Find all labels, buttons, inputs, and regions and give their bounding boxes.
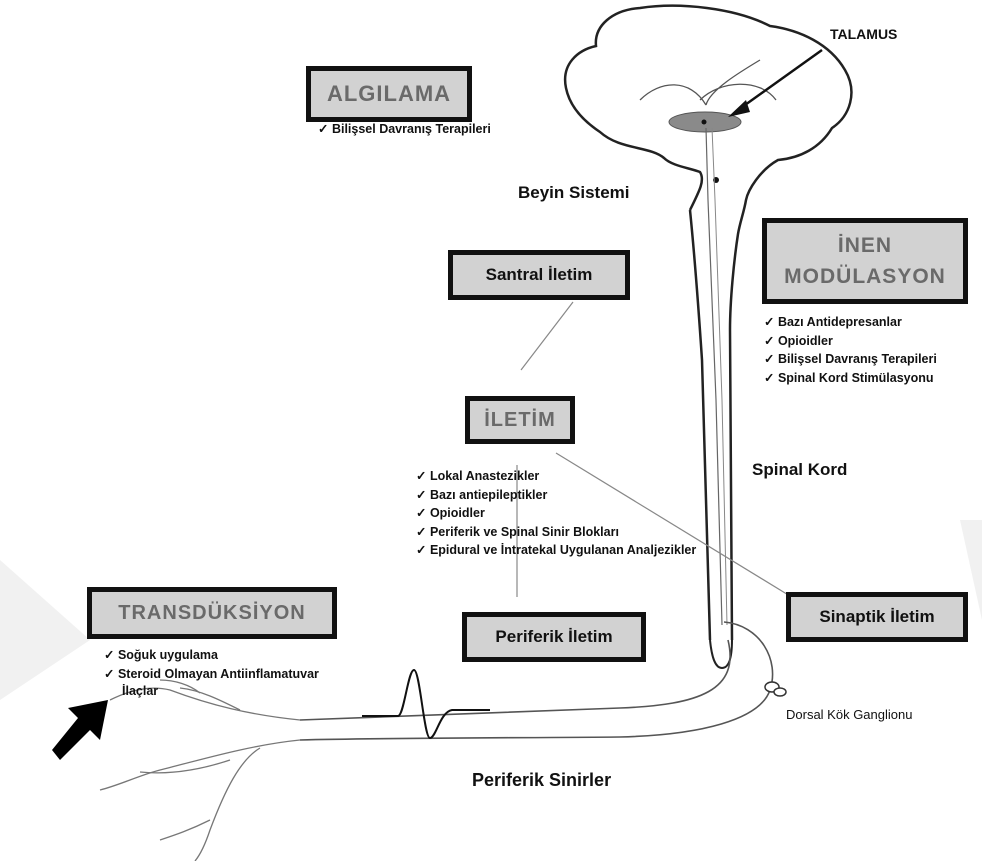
list-item: Opioidler [764,332,937,351]
santral-iletim-box: Santral İletim [448,250,630,300]
beyin-sistemi-label: Beyin Sistemi [518,183,630,203]
list-item: Bazı Antidepresanlar [764,313,937,332]
action-potential-waveform [362,670,490,738]
list-item: Epidural ve İntratekal Uygulanan Analjez… [416,541,696,560]
list-item: Steroid Olmayan Antiinflamatuvar [104,665,319,684]
periferik-iletim-title: Periferik İletim [495,627,612,647]
iletim-box: İLETİM [465,396,575,444]
transduksiyon-list: Soğuk uygulama Steroid Olmayan Antiinfla… [104,646,319,683]
list-item: Bilişsel Davranış Terapileri [318,120,491,139]
inen-modulasyon-title-line2: MODÜLASYON [784,261,946,292]
thalamus-point [702,120,707,125]
brainstem-left-edge [690,210,710,640]
inen-modulasyon-list: Bazı Antidepresanlar Opioidler Bilişsel … [764,313,937,387]
sinaptik-iletim-box: Sinaptik İletim [786,592,968,642]
dorsal-root-ganglion [774,688,786,696]
list-item: Bazı antiepileptikler [416,486,696,505]
iletim-title: İLETİM [484,409,556,432]
list-item: Opioidler [416,504,696,523]
black-arrow-icon [52,700,108,760]
sinaptik-iletim-title: Sinaptik İletim [819,607,934,627]
iletim-list: Lokal Anastezikler Bazı antiepileptikler… [416,467,696,560]
transduksiyon-list-continuation: İlaçlar [122,684,158,698]
transduksiyon-title: TRANSDÜKSİYON [118,602,305,625]
algilama-list: Bilişsel Davranış Terapileri [318,120,491,139]
periferik-sinirler-label: Periferik Sinirler [472,770,611,791]
list-item: Spinal Kord Stimülasyonu [764,369,937,388]
dorsal-kok-ganglionu-label: Dorsal Kök Ganglionu [786,707,912,722]
inen-modulasyon-title-line1: İNEN [784,230,946,261]
list-item: Lokal Anastezikler [416,467,696,486]
talamus-arrowhead [728,100,750,117]
talamus-label: TALAMUS [830,26,897,42]
list-item: Bilişsel Davranış Terapileri [764,350,937,369]
spinal-kord-label: Spinal Kord [752,460,847,480]
santral-iletim-title: Santral İletim [486,265,593,285]
list-item: Periferik ve Spinal Sinir Blokları [416,523,696,542]
algilama-box: ALGILAMA [306,66,472,122]
list-item: Soğuk uygulama [104,646,319,665]
inen-modulasyon-box: İNEN MODÜLASYON [762,218,968,304]
periferik-iletim-box: Periferik İletim [462,612,646,662]
talamus-arrow [738,50,822,110]
transduksiyon-box: TRANSDÜKSİYON [87,587,337,639]
nerve-branches [100,680,300,861]
algilama-title: ALGILAMA [327,81,451,107]
